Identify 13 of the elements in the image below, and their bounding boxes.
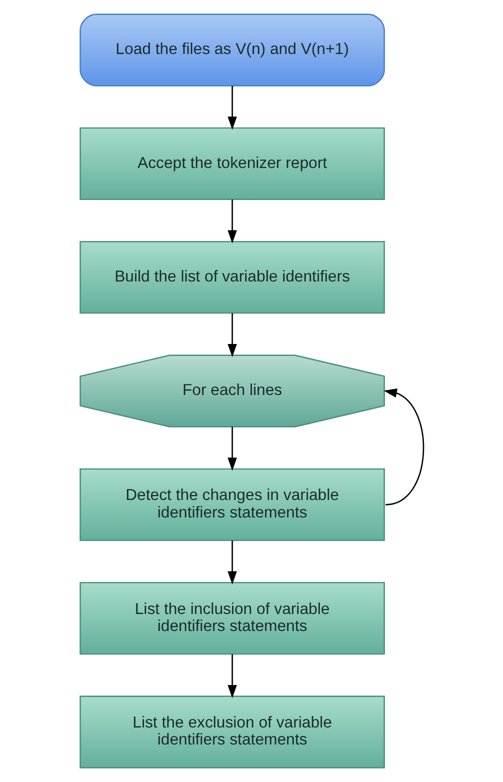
- arrow: [227, 313, 236, 358]
- arrow: [227, 86, 236, 130]
- node-box: Load the files as V(n) and V(n+1): [79, 14, 384, 86]
- node-box: List the exclusion of variable identifiers statements: [79, 696, 384, 768]
- node-box: Build the list of variable identifiers: [79, 241, 384, 314]
- node-box: Accept the tokenizer report: [79, 127, 384, 200]
- node-box: Detect the changes in variable identifiers statements: [79, 468, 384, 541]
- arrow: [383, 388, 424, 506]
- node-box: List the inclusion of variable identifiers statements: [79, 582, 384, 655]
- arrow: [227, 654, 236, 698]
- arrow: [227, 200, 236, 244]
- arrow: [227, 426, 236, 471]
- arrow: [227, 540, 236, 584]
